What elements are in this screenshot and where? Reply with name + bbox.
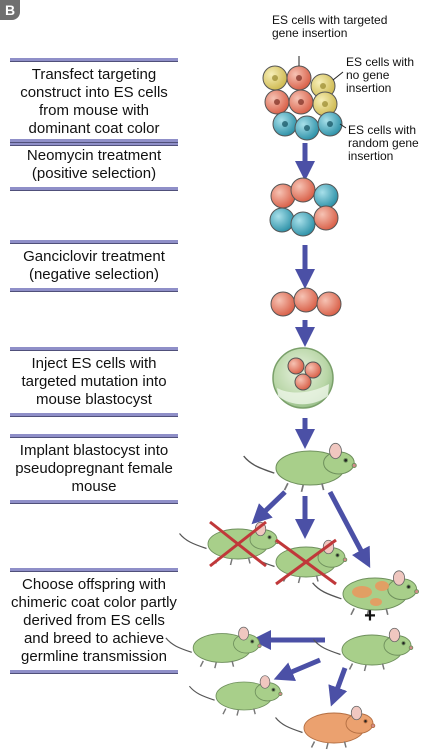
step-ganciclovir-text: Ganciclovir treatment (negative selectio…: [23, 248, 165, 283]
label-targeted-cells: ES cells with targeted gene insertion: [272, 13, 388, 40]
step-implant-text: Implant blastocyst into pseudopregnant f…: [15, 442, 173, 495]
progeny-mouse-2: [188, 675, 283, 717]
cell-row-after-ganciclovir: [270, 287, 342, 317]
step-transfect-text: Transfect targeting construct into ES ce…: [20, 66, 168, 137]
wildtype-mate-mouse: [312, 627, 414, 672]
pseudopregnant-female-mouse: [242, 442, 358, 493]
step-choose-offspring-text: Choose offspring with chimeric coat colo…: [11, 576, 177, 665]
cell-cluster-initial: [262, 65, 343, 141]
panel-label: B: [0, 0, 20, 20]
blastocyst: [272, 347, 334, 409]
step-inject: Inject ES cells with targeted mutation i…: [10, 347, 178, 417]
rejected-offspring-mouse-1: [178, 521, 280, 566]
step-implant: Implant blastocyst into pseudopregnant f…: [10, 434, 178, 504]
reject-crosses: [209, 520, 337, 586]
germline-orange-mouse: [274, 705, 376, 750]
label-no-insertion-cells: ES cells with no gene insertion: [346, 55, 415, 95]
chimeric-coat-patches: [352, 581, 389, 606]
step-transfect: Transfect targeting construct into ES ce…: [10, 58, 178, 146]
step-choose-offspring: Choose offspring with chimeric coat colo…: [10, 568, 178, 674]
label-random-cells: ES cells with random gene insertion: [348, 123, 419, 163]
flow-arrows: [251, 143, 371, 707]
cell-cluster-after-neomycin: [269, 177, 339, 237]
cross-plus-sign: +: [364, 605, 376, 627]
progeny-mouse-1: [165, 626, 262, 669]
step-inject-text: Inject ES cells with targeted mutation i…: [21, 355, 167, 408]
step-ganciclovir: Ganciclovir treatment (negative selectio…: [10, 240, 178, 292]
step-neomycin: Neomycin treatment (positive selection): [10, 139, 178, 191]
pointer-random: [339, 123, 347, 129]
pointer-no-insertion: [332, 71, 344, 81]
step-neomycin-text: Neomycin treatment (positive selection): [26, 147, 162, 182]
